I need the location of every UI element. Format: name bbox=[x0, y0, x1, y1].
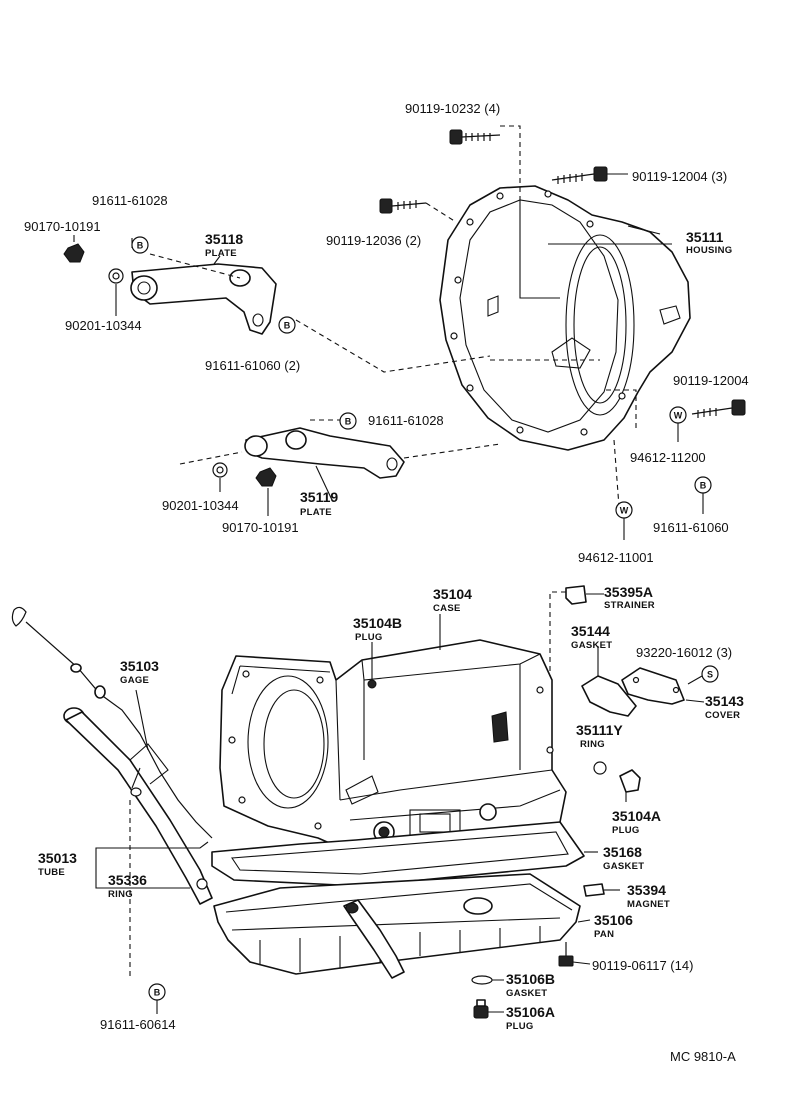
label-drain-plug-name: PLUG bbox=[506, 1021, 534, 1032]
label-plug-a-name: PLUG bbox=[612, 825, 640, 836]
label-drain-gasket-number: 35106B bbox=[506, 971, 555, 987]
label-pan-bolt: 90119-06117 (14) bbox=[592, 958, 693, 973]
pan-gasket bbox=[211, 821, 585, 887]
symbol-s-cover-screw bbox=[701, 665, 719, 683]
oil-pan bbox=[213, 873, 581, 975]
label-drain-plug-number: 35106A bbox=[506, 1004, 555, 1020]
case-plug-b bbox=[367, 679, 377, 689]
label-magnet-name: MAGNET bbox=[627, 899, 670, 910]
label-housing-washer-b: 94612-11001 bbox=[578, 550, 654, 565]
label-tube-ring-number: 35336 bbox=[108, 872, 147, 888]
svg-text:B: B bbox=[154, 988, 161, 998]
label-plug-a-number: 35104A bbox=[612, 808, 661, 824]
upper-plate-nut bbox=[63, 243, 85, 263]
label-case-number: 35104 bbox=[433, 586, 472, 602]
label-upper-plate-washer: 90201-10344 bbox=[65, 318, 142, 333]
svg-text:W: W bbox=[674, 411, 683, 421]
label-ring-y-name: RING bbox=[580, 739, 605, 750]
svg-text:B: B bbox=[345, 417, 352, 427]
housing-bolt-low bbox=[691, 399, 746, 418]
label-housing-number: 35111 bbox=[686, 229, 724, 245]
label-housing-bolt-left: 90119-12036 (2) bbox=[326, 233, 421, 248]
filler-tube bbox=[63, 707, 213, 905]
label-pan-gasket-number: 35168 bbox=[603, 844, 642, 860]
drain-plug bbox=[473, 999, 489, 1019]
label-upper-plate-bolt-top: 91611-61028 bbox=[92, 193, 168, 208]
label-lower-plate-nut: 90170-10191 bbox=[222, 520, 299, 535]
label-lower-plate-name: PLATE bbox=[300, 507, 332, 518]
label-drain-gasket-name: GASKET bbox=[506, 988, 547, 999]
valve-cover bbox=[621, 667, 685, 705]
case-ring-y bbox=[593, 761, 607, 775]
label-upper-plate-number: 35118 bbox=[205, 231, 243, 247]
svg-text:B: B bbox=[284, 321, 291, 331]
label-housing-bolt-right: 90119-12004 (3) bbox=[632, 169, 727, 184]
symbol-b-upper-bolt bbox=[131, 236, 149, 254]
dipstick-gage bbox=[11, 606, 213, 839]
label-tube-bolt: 91611-60614 bbox=[100, 1017, 176, 1032]
label-lower-plate-bolt: 91611-61028 bbox=[368, 413, 444, 428]
transmission-case bbox=[219, 639, 567, 859]
pan-bolt bbox=[558, 942, 591, 967]
label-cover-gasket-name: GASKET bbox=[571, 640, 612, 651]
svg-text:B: B bbox=[137, 241, 144, 251]
lower-plate bbox=[244, 427, 405, 479]
label-cover-screw: 93220-16012 (3) bbox=[636, 645, 732, 660]
case-plug-a bbox=[619, 769, 641, 802]
label-housing-name: HOUSING bbox=[686, 245, 732, 256]
label-ring-y-number: 35111Y bbox=[576, 722, 623, 738]
label-strainer-name: STRAINER bbox=[604, 600, 655, 611]
lower-plate-nut bbox=[255, 467, 277, 487]
label-case-plug-b-number: 35104B bbox=[353, 615, 402, 631]
label-lower-plate-washer: 90201-10344 bbox=[162, 498, 239, 513]
label-tube-number: 35013 bbox=[38, 850, 77, 866]
label-strainer-number: 35395A bbox=[604, 584, 653, 600]
strainer bbox=[565, 585, 587, 605]
label-gage-number: 35103 bbox=[120, 658, 159, 674]
label-pan-name: PAN bbox=[594, 929, 614, 940]
pan-magnet bbox=[583, 883, 605, 897]
label-magnet-number: 35394 bbox=[627, 882, 666, 898]
svg-text:B: B bbox=[700, 481, 707, 491]
label-gage-name: GAGE bbox=[120, 675, 149, 686]
figure-reference: MC 9810-A bbox=[670, 1049, 736, 1064]
label-pan-number: 35106 bbox=[594, 912, 633, 928]
label-upper-plate-name: PLATE bbox=[205, 248, 237, 259]
symbol-b-lower-bolt bbox=[339, 412, 357, 430]
bell-housing bbox=[439, 185, 691, 451]
label-tube-name: TUBE bbox=[38, 867, 65, 878]
label-cover-number: 35143 bbox=[705, 693, 744, 709]
label-cover-gasket-number: 35144 bbox=[571, 623, 610, 639]
svg-text:W: W bbox=[620, 506, 629, 516]
label-cover-name: COVER bbox=[705, 710, 740, 721]
label-case-name: CASE bbox=[433, 603, 461, 614]
label-housing-bolt-b: 91611-61060 bbox=[653, 520, 729, 535]
housing-bolt-right bbox=[551, 166, 628, 184]
drain-gasket bbox=[471, 975, 493, 985]
label-upper-plate-nut: 90170-10191 bbox=[24, 219, 101, 234]
valve-cover-gasket bbox=[581, 675, 637, 717]
housing-bolt-left bbox=[379, 198, 427, 214]
label-pan-gasket-name: GASKET bbox=[603, 861, 644, 872]
tube-lower-end bbox=[343, 899, 405, 979]
label-housing-bolt-top: 90119-10232 (4) bbox=[405, 101, 500, 116]
label-tube-ring-name: RING bbox=[108, 889, 133, 900]
label-case-plug-b-name: PLUG bbox=[355, 632, 383, 643]
label-upper-plate-bolt-low: 91611-61060 (2) bbox=[205, 358, 300, 373]
svg-text:S: S bbox=[707, 670, 713, 680]
label-lower-plate-number: 35119 bbox=[300, 489, 338, 505]
label-housing-bolt-low: 90119-12004 bbox=[673, 373, 749, 388]
upper-plate bbox=[130, 263, 277, 335]
label-housing-washer-a: 94612-11200 bbox=[630, 450, 706, 465]
symbol-b-upper-bolt-low bbox=[278, 316, 296, 334]
tube-ring bbox=[196, 878, 208, 890]
housing-bolt-top bbox=[449, 129, 501, 145]
